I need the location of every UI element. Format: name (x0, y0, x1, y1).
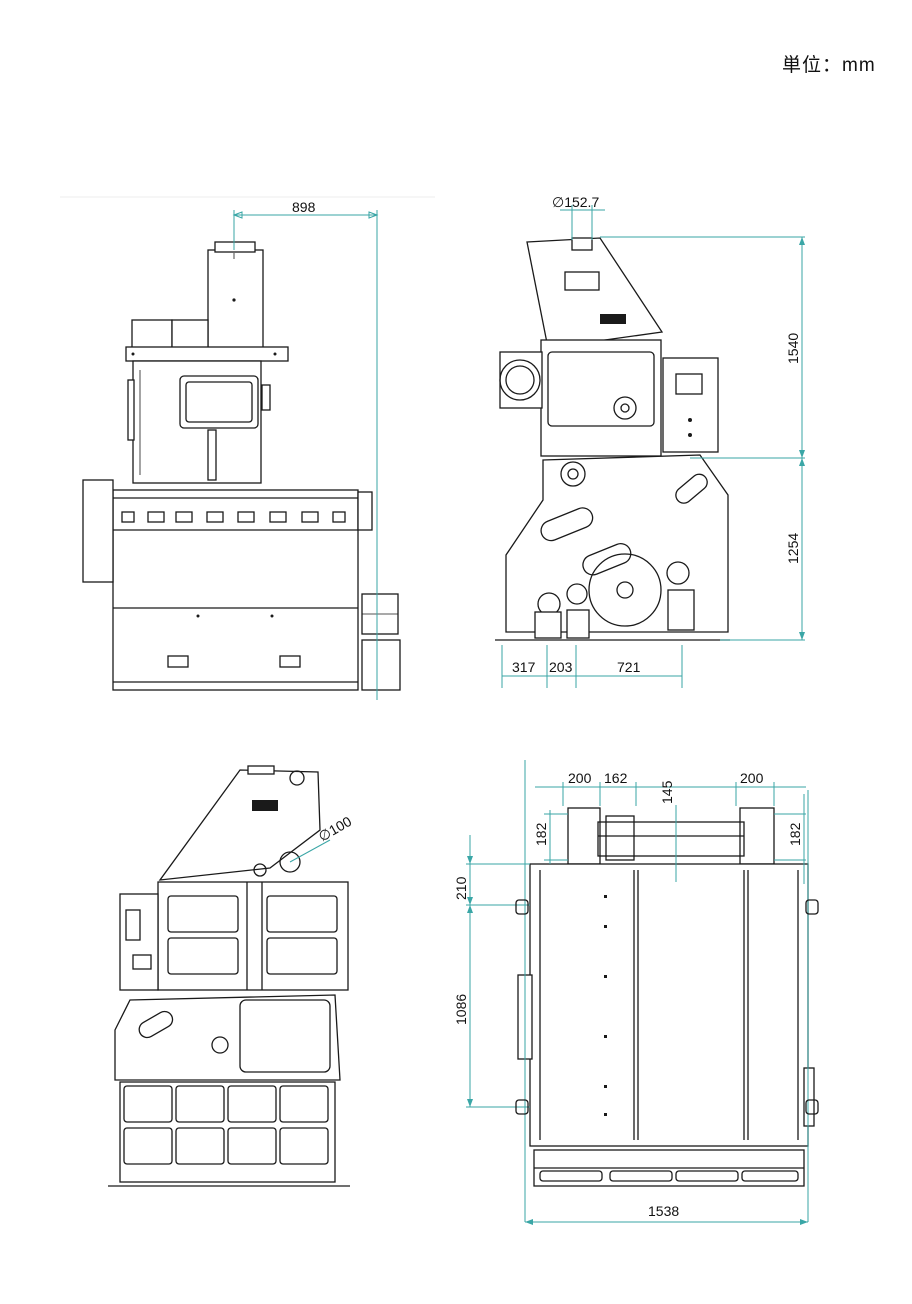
dim-side-base-c: 721 (617, 659, 641, 675)
dim-plan-top-c: 200 (740, 770, 764, 786)
dim-plan-bottom: 1538 (648, 1203, 679, 1219)
dim-plan-top-a: 200 (568, 770, 592, 786)
dim-plan-top-b: 162 (604, 770, 628, 786)
dim-side-base-a: 317 (512, 659, 536, 675)
plan-view: 200 162 200 145 182 182 210 1086 1 (453, 760, 819, 1225)
unit-label: 単位：mm (782, 55, 876, 76)
dim-front-width: 898 (292, 199, 316, 215)
dim-plan-left-a: 210 (453, 876, 469, 900)
rear-view: ∅100 (108, 765, 355, 1187)
dim-side-upper: 1540 (785, 333, 801, 364)
dim-plan-left-b: 1086 (453, 994, 469, 1025)
dim-plan-inner: 145 (659, 780, 675, 804)
side-view: 1540 1254 ∅152.7 317 203 721 (495, 194, 805, 688)
dim-plan-left-small: 182 (533, 822, 549, 846)
dim-top-diameter: ∅152.7 (552, 194, 599, 210)
front-view: 898 (60, 196, 435, 700)
dim-side-base-b: 203 (549, 659, 573, 675)
dim-rear-diameter: ∅100 (316, 813, 355, 845)
dim-plan-right-small: 182 (787, 822, 803, 846)
dim-side-lower: 1254 (785, 533, 801, 564)
